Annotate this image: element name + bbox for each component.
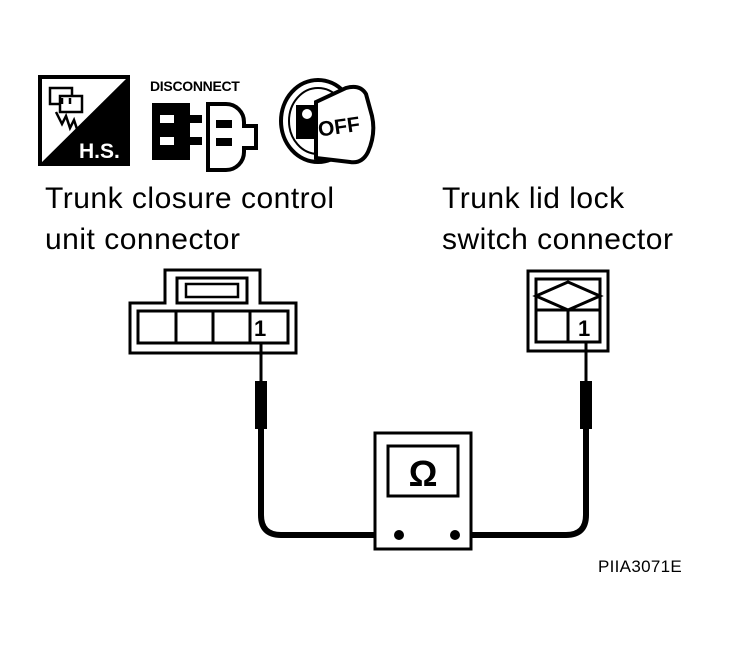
ohmmeter: Ω <box>373 431 473 551</box>
left-pin-1: 1 <box>254 316 266 341</box>
ignition-off-icon: OFF <box>279 78 376 165</box>
left-connector-title-line2: unit connector <box>45 223 241 256</box>
meter-terminal-left <box>394 530 404 540</box>
trunk-closure-control-unit-connector: 1 <box>128 268 298 355</box>
meter-terminal-right <box>450 530 460 540</box>
left-probe-lead <box>255 343 399 538</box>
disconnect-icon: DISCONNECT <box>150 78 258 172</box>
svg-text:DISCONNECT: DISCONNECT <box>150 78 240 94</box>
trunk-lid-lock-switch-connector: 1 <box>526 269 610 353</box>
right-connector-title-line1: Trunk lid lock <box>442 182 625 215</box>
right-pin-1: 1 <box>578 316 590 341</box>
right-probe-lead <box>455 343 592 538</box>
right-connector-title-line2: switch connector <box>442 223 674 256</box>
left-connector-label: Trunk closure control unit connector <box>45 178 335 260</box>
figure-code: PIIA3071E <box>598 557 682 576</box>
svg-text:H.S.: H.S. <box>79 140 120 163</box>
right-connector-label: Trunk lid lock switch connector <box>442 178 673 260</box>
left-connector-title-line1: Trunk closure control <box>45 182 335 215</box>
harness-hs-icon: H.S. <box>38 75 130 166</box>
ohmmeter-icon: Ω <box>409 453 438 494</box>
